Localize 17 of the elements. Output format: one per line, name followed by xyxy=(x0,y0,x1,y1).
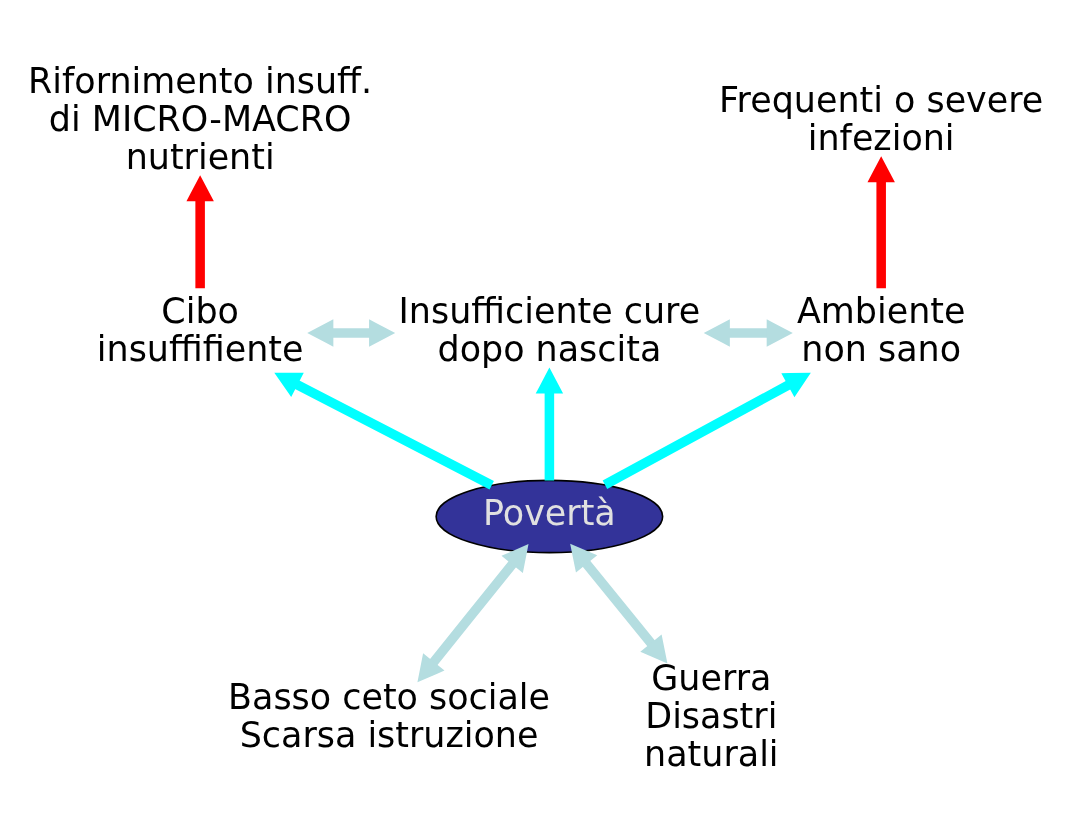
node-text: Ambiente non sano xyxy=(796,290,966,369)
arrow xyxy=(602,372,811,489)
node-text: Cibo insuffifiente xyxy=(96,290,304,369)
arrow xyxy=(186,174,214,288)
arrow xyxy=(570,543,668,663)
arrow xyxy=(703,318,793,347)
node-text: Basso ceto sociale Scarsa istruzione xyxy=(228,676,551,755)
node-text: Guerra Disastri naturali xyxy=(644,657,779,774)
arrow xyxy=(417,543,529,682)
arrow xyxy=(535,366,564,481)
arrow xyxy=(307,318,396,347)
node-text: Rifornimento insuff. di MICRO-MACRO nutrienti xyxy=(28,60,373,177)
node-text: Frequenti o severe infezioni xyxy=(719,79,1044,158)
arrow xyxy=(274,372,494,489)
arrow xyxy=(867,155,895,288)
node-text: Insufficiente cure dopo nascita xyxy=(398,290,701,369)
node-ellipse: Povertà xyxy=(435,479,664,553)
